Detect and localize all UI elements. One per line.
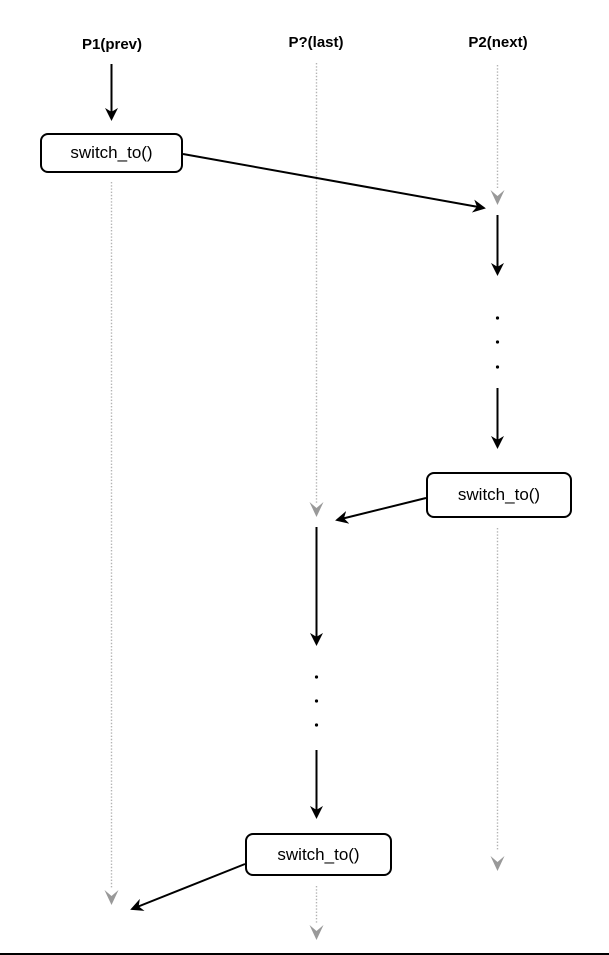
switch-to-box-3: switch_to() bbox=[245, 833, 392, 876]
switch-to-box-3-label: switch_to() bbox=[277, 844, 360, 864]
column-label-p-last: P?(last) bbox=[288, 34, 344, 51]
arrow-box1-to-p2 bbox=[182, 153, 486, 213]
lifeline-chevron-icon-p-last-bottom bbox=[309, 925, 324, 940]
lifeline-chevron-icon-p2-bottom bbox=[490, 856, 505, 871]
column-label-p1-prev: P1(prev) bbox=[81, 36, 143, 53]
lifeline-chevron-icon-p-last-mid bbox=[309, 502, 324, 517]
bottom-edge-line bbox=[0, 953, 609, 955]
arrow-box3-to-p1 bbox=[130, 863, 246, 911]
arrow-box2-to-p-last bbox=[335, 497, 427, 524]
lifeline-chevron-icon-p1-bottom bbox=[104, 890, 119, 905]
switch-to-box-2-label: switch_to() bbox=[457, 485, 541, 504]
ellipsis-dots-p2 bbox=[495, 316, 500, 369]
ellipsis-dots-p-last bbox=[314, 675, 319, 727]
switch-to-box-1: switch_to() bbox=[40, 133, 183, 173]
switch-to-box-1-label: switch_to() bbox=[70, 143, 153, 162]
column-label-p2-next: P2(next) bbox=[468, 34, 528, 51]
lifeline-chevron-icon-p2-top bbox=[490, 190, 505, 205]
switch-to-box-2: switch_to() bbox=[426, 472, 572, 518]
